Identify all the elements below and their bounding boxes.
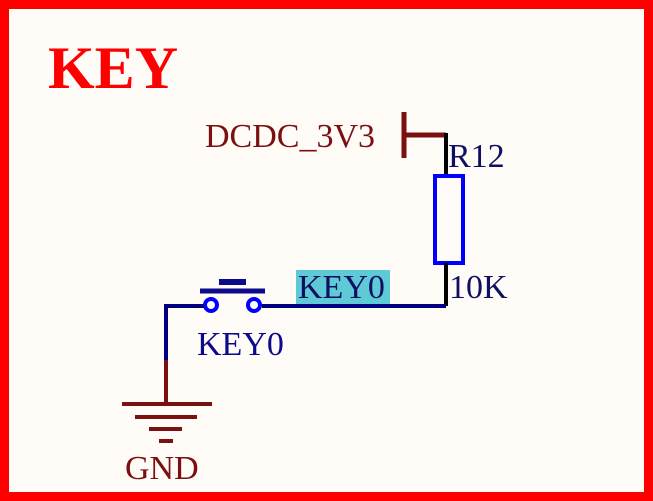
resistor-value: 10K [449,269,508,306]
sheet-title: KEY [48,35,178,101]
key-net-label: KEY0 [298,269,385,306]
ground-symbol [122,402,212,443]
schematic-sheet [9,9,644,492]
resistor-designator: R12 [448,138,505,175]
ground-label: GND [125,450,199,487]
push-button-symbol [200,279,265,313]
resistor-symbol [433,174,465,306]
ground-wire [164,304,204,404]
switch-designator: KEY0 [197,326,284,363]
key-net-wire [262,270,446,308]
power-net-label: DCDC_3V3 [205,118,375,155]
power-port [401,112,448,176]
